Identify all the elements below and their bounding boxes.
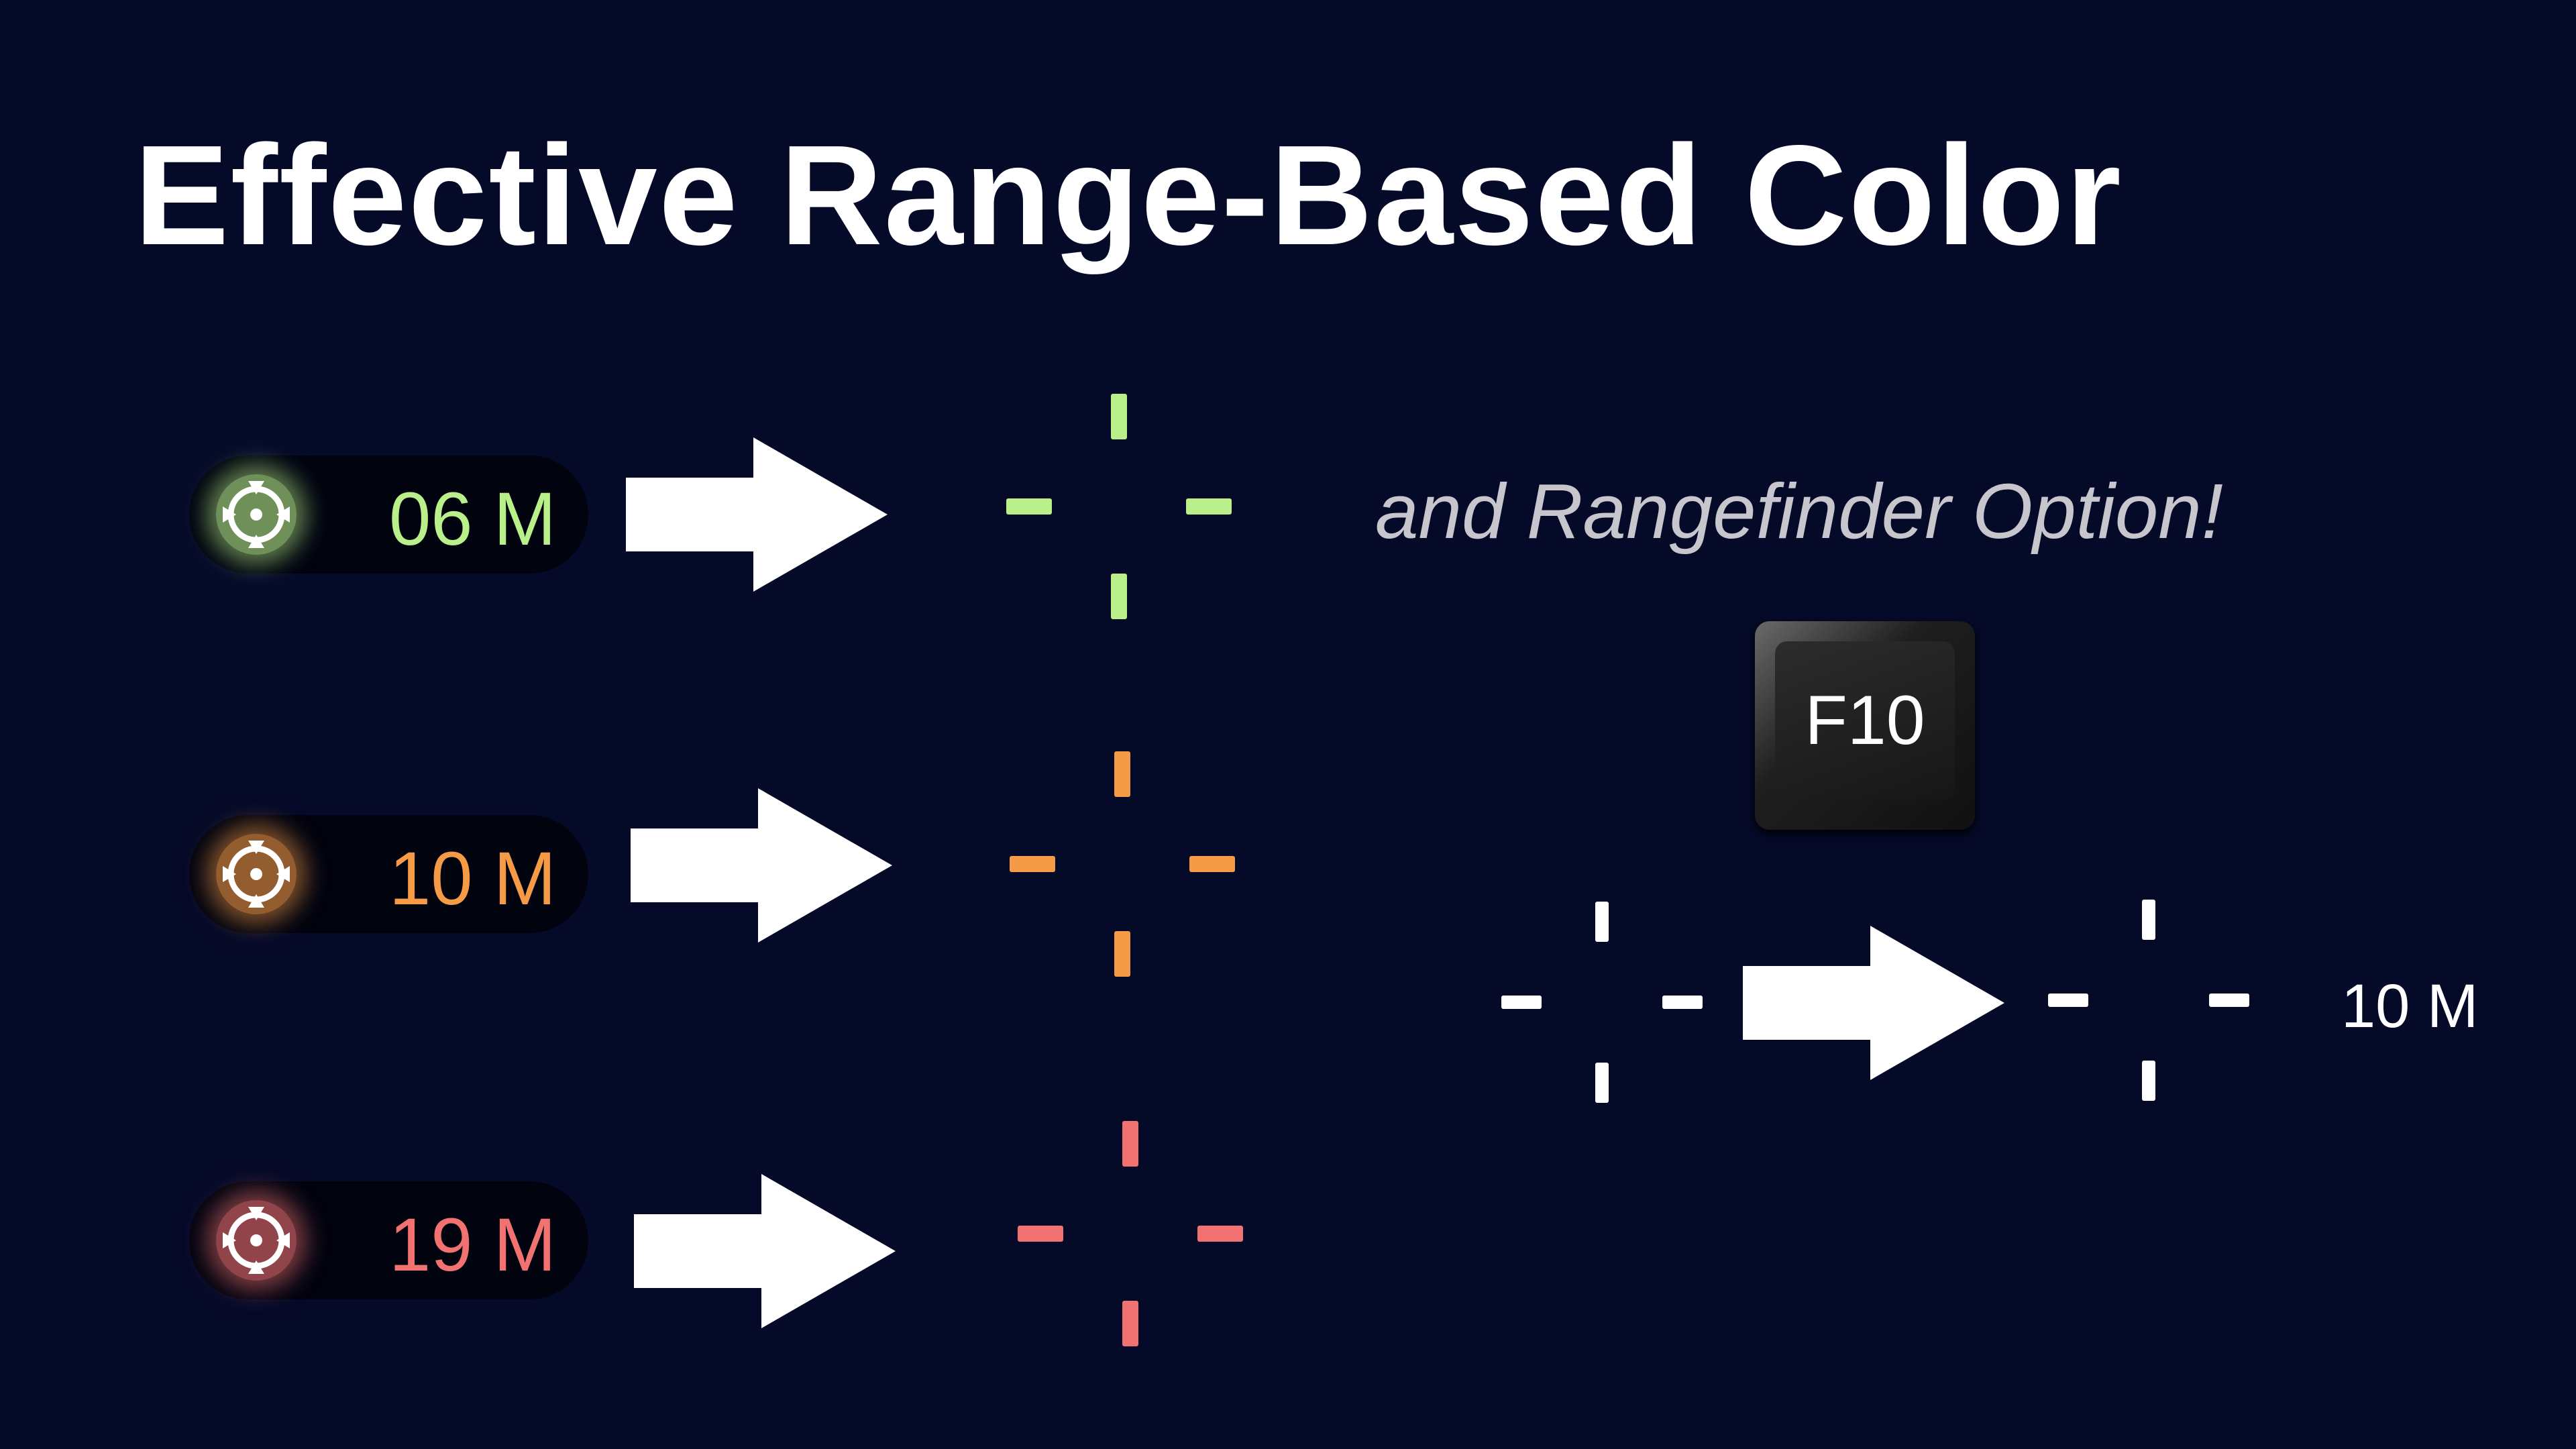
crosshair-tick (1010, 856, 1055, 872)
subtitle: and Rangefinder Option! (1375, 468, 2223, 555)
range-value: 10 M (389, 837, 556, 920)
crosshair-tick (2209, 994, 2249, 1007)
f10-key: F10 (1755, 621, 1975, 830)
crosshair-tick (1122, 1301, 1138, 1346)
arrow-right-icon (631, 788, 892, 943)
crosshair-tick (1111, 574, 1127, 619)
arrow-right-icon (1743, 926, 2004, 1080)
crosshair-tick (1006, 498, 1052, 515)
crosshair-tick (1189, 856, 1235, 872)
crosshair-tick (1595, 902, 1609, 942)
range-value: 06 M (389, 477, 556, 561)
arrow-right-icon (634, 1174, 896, 1328)
crosshair-tick (1186, 498, 1232, 515)
crosshair-tick (1197, 1226, 1243, 1242)
crosshair-tick (1501, 996, 1542, 1009)
crosshair-icon (216, 834, 297, 914)
crosshair-tick (1111, 394, 1127, 439)
crosshair-tick (2048, 994, 2088, 1007)
crosshair-tick (1595, 1063, 1609, 1103)
range-value: 19 M (389, 1203, 556, 1287)
range-indicator-10m: 10 M (189, 815, 588, 933)
crosshair-tick (1662, 996, 1703, 1009)
range-indicator-19m: 19 M (189, 1181, 588, 1299)
range-indicator-06m: 06 M (189, 455, 588, 574)
crosshair-tick (1018, 1226, 1063, 1242)
rangefinder-value: 10 M (2341, 972, 2479, 1040)
crosshair-tick (1122, 1121, 1138, 1167)
crosshair-tick (2142, 1061, 2155, 1101)
crosshair-tick (2142, 900, 2155, 940)
page-title: Effective Range-Based Color (134, 115, 2123, 274)
crosshair-icon (216, 1200, 297, 1281)
crosshair-tick (1114, 931, 1130, 977)
arrow-right-icon (626, 437, 888, 592)
key-label: F10 (1775, 641, 1955, 800)
crosshair-icon (216, 474, 297, 555)
crosshair-tick (1114, 751, 1130, 797)
